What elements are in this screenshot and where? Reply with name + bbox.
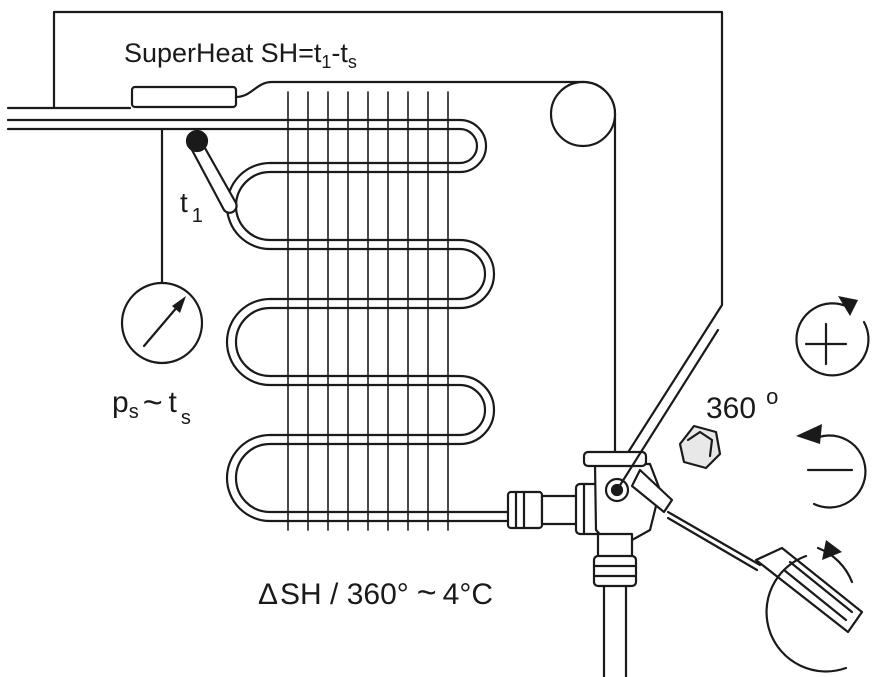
evaporator-fins (287, 91, 449, 531)
pressure-gauge-icon (120, 281, 204, 365)
pressure-tilde: ~ (143, 384, 163, 422)
superheat-title: SuperHeat SH=t1-ts (124, 38, 357, 72)
pressure-p-sub: s (129, 401, 139, 423)
cap-nut-icon (678, 424, 722, 470)
bulb-temperature-t: t (180, 187, 188, 218)
thermometer-icon (185, 129, 238, 214)
screwdriver-rotate-icon (765, 540, 854, 673)
formula-text: SH / 360° (280, 578, 409, 611)
suction-pipe (6, 118, 517, 514)
plus-rotate-icon (795, 296, 870, 377)
bulb-to-valve-line (615, 328, 720, 492)
capillary-coil (549, 80, 617, 148)
sensing-bulb (130, 85, 238, 109)
suction-pipe-inner (6, 127, 517, 523)
screwdriver-icon (666, 510, 864, 634)
pressure-t: t (169, 386, 178, 419)
superheat-title-main: SuperHeat SH=t (124, 38, 322, 68)
expansion-valve (506, 450, 674, 588)
formula-value: 4°C (443, 578, 493, 611)
rotation-label: 360 o (706, 384, 778, 425)
superheat-title-dash: -t (331, 38, 348, 68)
bulb-temperature-sub: 1 (192, 205, 203, 227)
superheat-title-sub1: 1 (321, 52, 331, 72)
pressure-p: p (112, 386, 129, 419)
formula-tilde: ~ (417, 574, 437, 612)
rotation-degree: o (766, 384, 778, 409)
formula-delta: Δ (258, 578, 278, 611)
cabinet-outline (52, 10, 724, 467)
pressure-t-sub: s (181, 407, 191, 429)
liquid-pipe (602, 584, 628, 677)
rotation-value: 360 (706, 392, 756, 425)
minus-rotate-icon (796, 424, 867, 509)
superheat-change-formula: ΔSH / 360°~4°C (258, 574, 493, 612)
superheat-title-sub2: s (348, 52, 357, 72)
capillary-tube (234, 80, 617, 454)
